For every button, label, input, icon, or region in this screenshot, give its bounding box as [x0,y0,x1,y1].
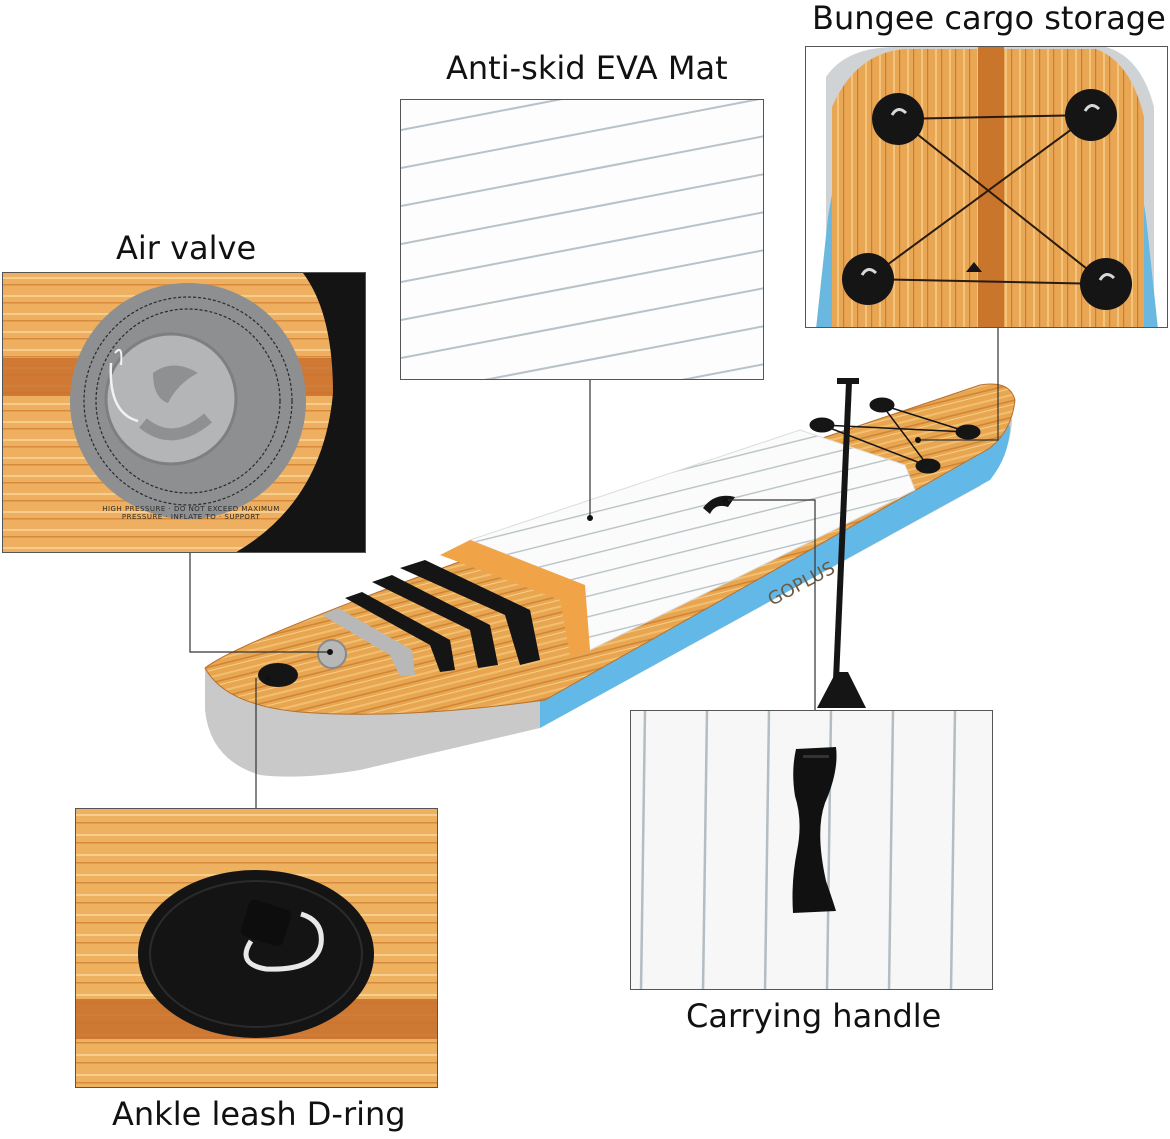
mat-closeup-panel [400,99,764,380]
valve-black-mat [236,273,365,552]
dring-loop [243,911,324,972]
dring-label: Ankle leash D-ring [112,1095,406,1133]
tail-stripe-2 [372,575,498,668]
tail-stripe-orange [440,540,590,655]
board-dring [258,663,298,687]
mat-label: Anti-skid EVA Mat [446,49,728,87]
valve-closeup-panel: HIGH PRESSURE · DO NOT EXCEED MAXIMUM PR… [2,272,366,553]
bungee-closeup-panel [805,46,1168,328]
dring-anchor [240,899,292,947]
dring-patch [138,870,374,1038]
paddle [817,378,866,708]
board-bungee [809,397,981,474]
bungee-anchor-points [842,89,1132,310]
tail-stripe-grey [322,608,415,676]
dring-closeup-panel [75,808,438,1088]
handle-closeup-panel [630,710,993,990]
valve-label: Air valve [116,229,257,267]
tail-stripe-3 [345,592,455,672]
mat-grooves [401,100,763,379]
bungee-label: Bungee cargo storage [812,0,1166,37]
handle-label: Carrying handle [686,997,942,1035]
tail-stripe-1 [400,560,540,665]
valve-ring-text: HIGH PRESSURE · DO NOT EXCEED MAXIMUM PR… [102,505,280,521]
valve-cap [104,332,238,466]
leader-lines [189,328,999,808]
handle-strap [792,747,837,913]
